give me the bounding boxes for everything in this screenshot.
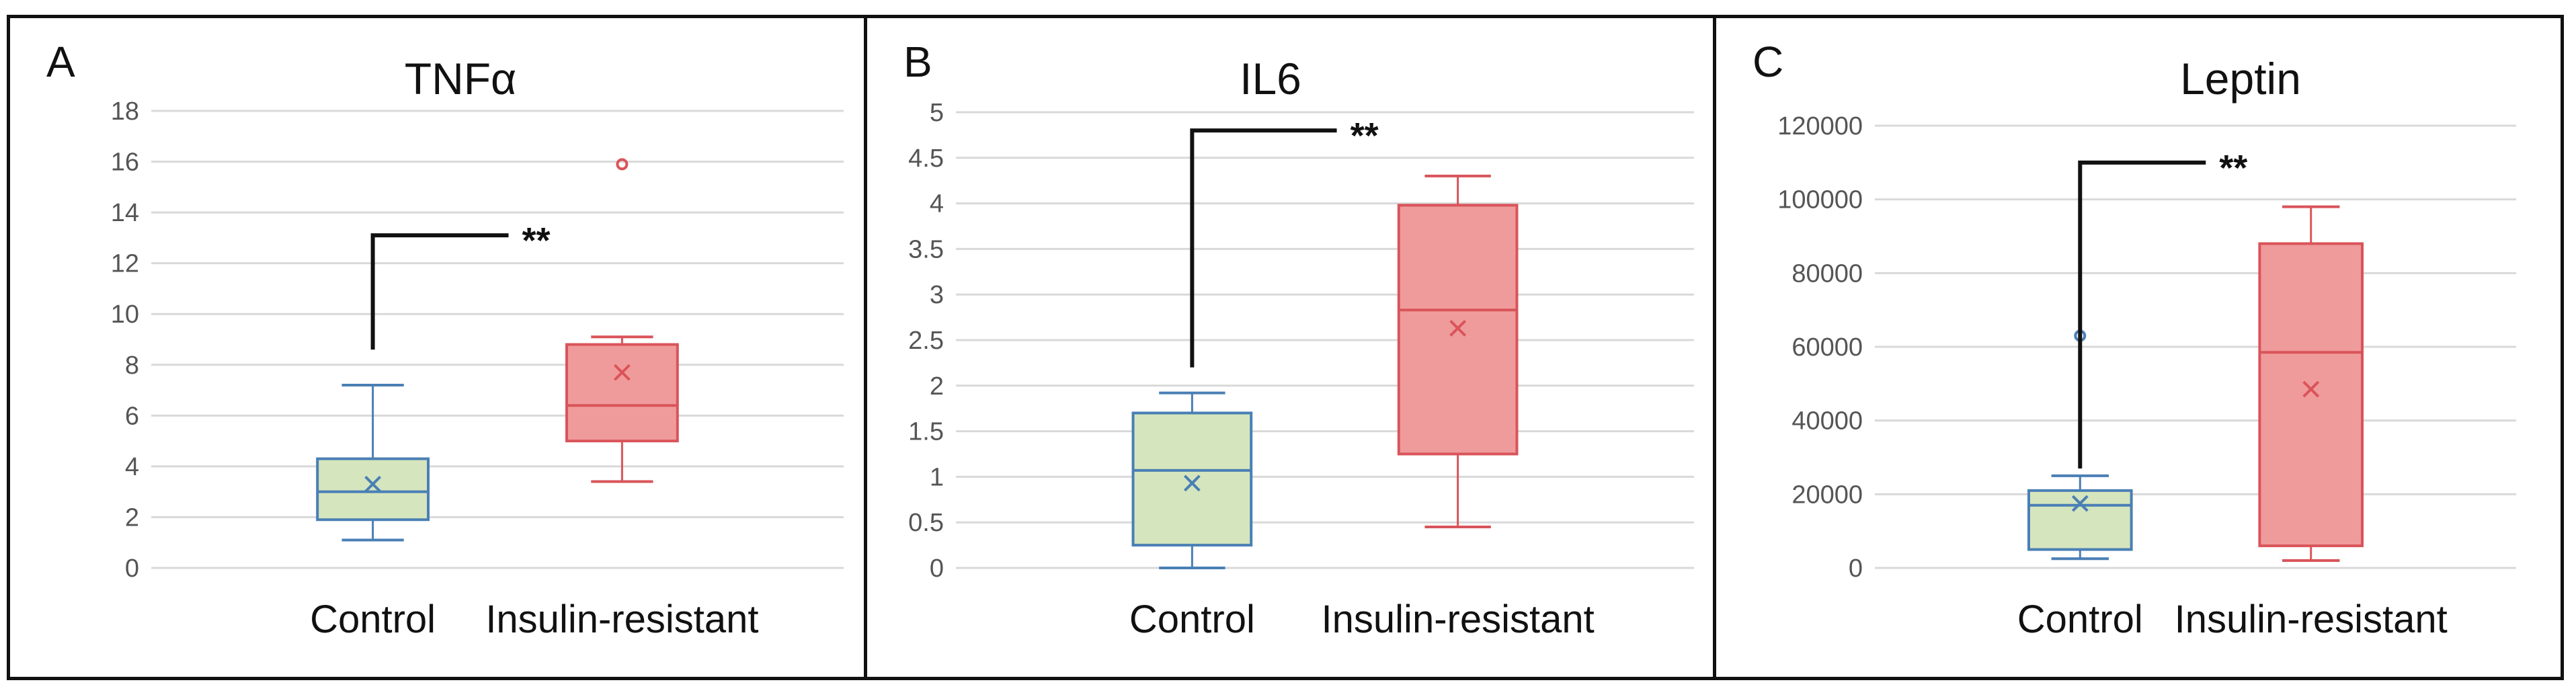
chart-title: Leptin [2180, 54, 2301, 104]
category-label: Insulin-resistant [485, 598, 758, 641]
panel-c: C Leptin 0 20000 40000 60000 80000 100000 1200… [1713, 15, 2564, 680]
y-tick-label: 6 [125, 402, 139, 430]
mean-marker [1183, 475, 1201, 492]
significance-label: ** [1351, 116, 1379, 156]
y-tick-label: 1 [930, 463, 944, 491]
y-tick-label: 5 [930, 99, 944, 127]
chart-title: TNFα [404, 54, 517, 104]
y-tick-label: 120000 [1777, 112, 1863, 140]
chart-title: IL6 [1240, 54, 1301, 104]
category-label: Insulin-resistant [1322, 598, 1595, 641]
category-label: Control [1129, 598, 1255, 641]
box-plot-leptin: 0 20000 40000 60000 80000 100000 120000Control… [1777, 112, 2516, 641]
y-tick-label: 10 [111, 300, 139, 329]
category-label: Control [310, 598, 436, 641]
significance-bracket [2078, 160, 2206, 468]
y-tick-label: 2.5 [908, 327, 944, 355]
mean-marker [364, 475, 382, 493]
box [2258, 242, 2364, 548]
mean-marker [1449, 319, 1467, 337]
category-label: Control [2017, 598, 2143, 641]
box [565, 343, 679, 443]
significance-label: ** [522, 220, 550, 261]
y-tick-label: 18 [111, 97, 139, 126]
y-tick-label: 3 [930, 281, 944, 309]
y-tick-label: 3.5 [908, 235, 944, 263]
box [316, 457, 430, 522]
significance-bracket [1190, 128, 1337, 368]
y-tick-label: 2 [930, 372, 944, 401]
y-tick-label: 4.5 [908, 145, 944, 173]
y-tick-label: 0 [930, 554, 944, 583]
y-tick-label: 16 [111, 149, 139, 177]
y-tick-label: 20000 [1792, 481, 1863, 509]
box [2027, 489, 2133, 551]
y-tick-label: 8 [125, 352, 139, 380]
mean-marker [2071, 495, 2089, 512]
y-tick-label: 80000 [1792, 259, 1863, 288]
y-tick-label: 0 [125, 554, 139, 583]
y-tick-label: 0.5 [908, 509, 944, 537]
y-tick-label: 1.5 [908, 418, 944, 446]
y-tick-label: 4 [930, 190, 944, 218]
y-tick-label: 4 [125, 453, 139, 481]
y-tick-label: 40000 [1792, 407, 1863, 436]
significance-label: ** [2219, 148, 2247, 188]
panel-letter: B [903, 38, 932, 86]
panel-letter: C [1753, 38, 1784, 86]
outlier-point [616, 158, 629, 171]
significance-bracket [370, 233, 509, 350]
y-tick-label: 60000 [1792, 333, 1863, 362]
panel-letter: A [46, 38, 75, 86]
mean-marker [613, 364, 631, 381]
mean-marker [2302, 380, 2320, 398]
category-label: Insulin-resistant [2175, 598, 2448, 641]
y-tick-label: 0 [1849, 554, 1863, 583]
y-tick-label: 100000 [1777, 186, 1863, 214]
y-tick-label: 12 [111, 250, 139, 278]
box [1131, 411, 1253, 547]
y-tick-label: 14 [111, 199, 139, 227]
y-tick-label: 2 [125, 503, 139, 532]
